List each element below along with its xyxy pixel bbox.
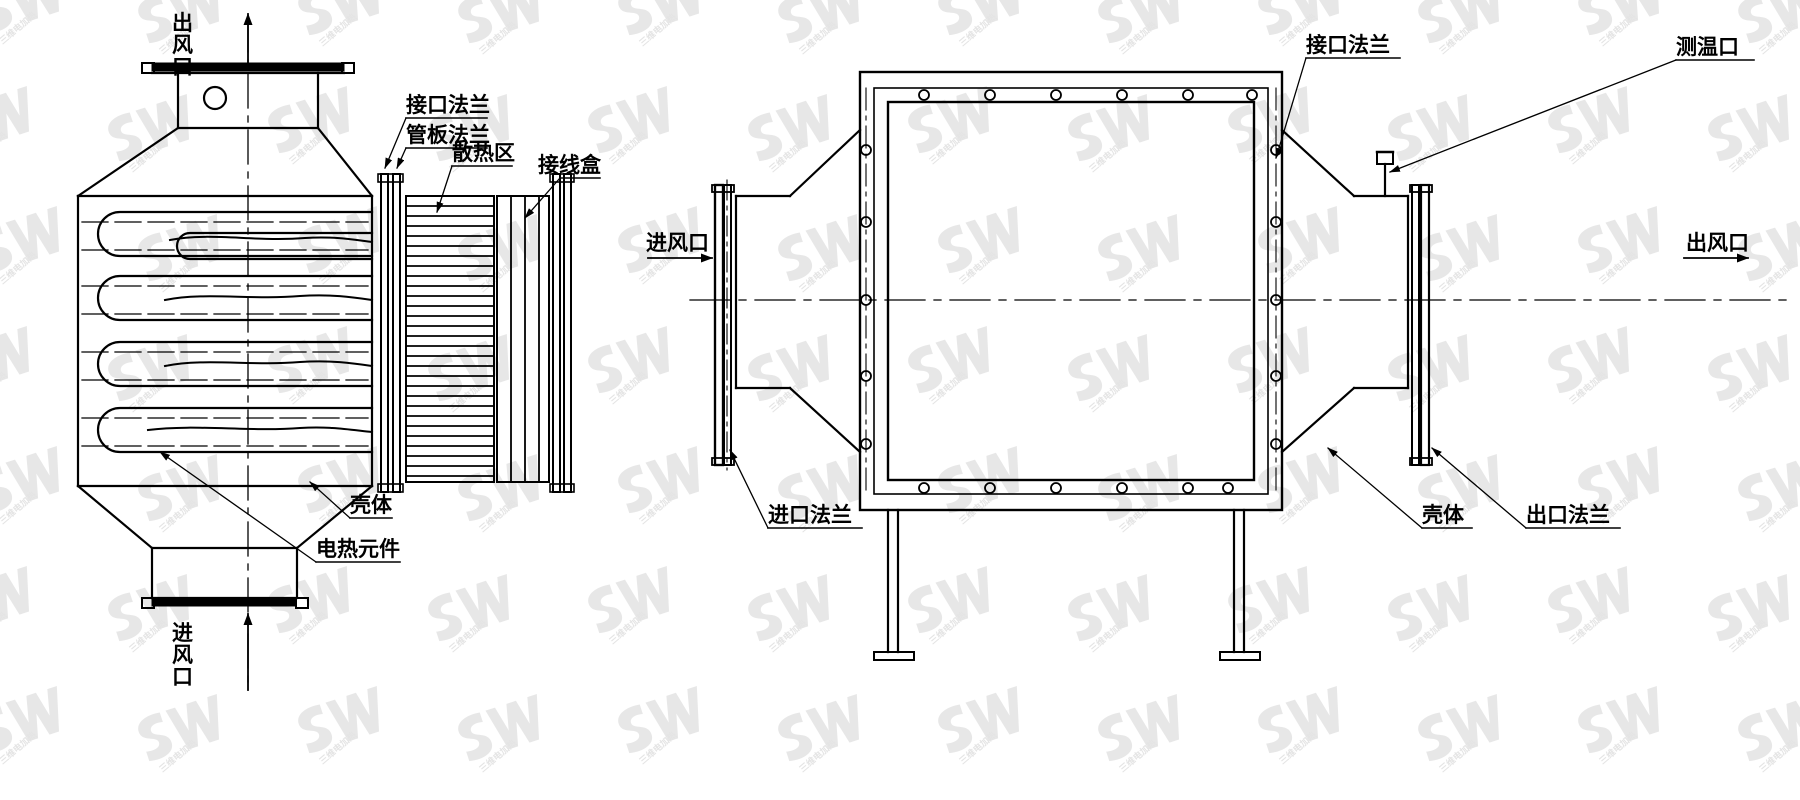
label-tube-plate-flange: 管板法兰 bbox=[406, 123, 490, 147]
heat-dissipation-zone bbox=[377, 173, 575, 493]
outlet-transition-cone bbox=[1280, 128, 1410, 454]
inlet-flange bbox=[141, 596, 309, 609]
label-air-outlet-right: 出风口 bbox=[1686, 231, 1749, 255]
inlet-transition-cone bbox=[734, 128, 862, 454]
label-outlet-flange: 出口法兰 bbox=[1526, 503, 1610, 527]
label-heating-element: 电热元件 bbox=[316, 537, 400, 561]
outlet-flange bbox=[141, 62, 355, 75]
lower-transition-cone bbox=[76, 484, 374, 600]
element-hidden-lines bbox=[81, 221, 369, 447]
label-temperature-port: 测温口 bbox=[1676, 35, 1739, 59]
left-view-group bbox=[76, 13, 601, 691]
junction-box bbox=[496, 195, 550, 483]
label-heat-zone: 散热区 bbox=[452, 141, 515, 165]
heating-element-tubes bbox=[96, 210, 374, 454]
label-outlet-char2: 风 bbox=[172, 33, 193, 57]
label-interface-flange-left: 接口法兰 bbox=[406, 93, 490, 117]
label-junction-box: 接线盒 bbox=[538, 153, 602, 177]
label-interface-flange-right: 接口法兰 bbox=[1306, 33, 1390, 57]
label-inlet-flange: 进口法兰 bbox=[768, 503, 852, 527]
label-outlet-char3: 口 bbox=[172, 55, 193, 79]
heating-element-curved-strokes bbox=[146, 235, 374, 434]
fin-stack bbox=[405, 195, 495, 483]
upper-transition-cone bbox=[76, 126, 374, 198]
right-view-label-underlines bbox=[767, 57, 1755, 529]
flange-pair-left bbox=[377, 173, 404, 493]
label-inlet-char2: 风 bbox=[172, 643, 193, 667]
left-view-label-underlines bbox=[315, 117, 601, 563]
support-legs bbox=[873, 508, 1261, 661]
outlet-neck bbox=[176, 71, 320, 130]
label-inlet-char3: 口 bbox=[172, 665, 193, 689]
shell-outer-frame bbox=[858, 70, 1284, 512]
outlet-flange-right-view bbox=[1409, 183, 1433, 467]
label-outlet-char1: 出 bbox=[172, 11, 193, 35]
label-shell-left: 壳体 bbox=[349, 493, 393, 517]
right-view-labels: 接口法兰 测温口 进风口 出风口 进口法兰 壳体 出口法兰 bbox=[646, 33, 1749, 527]
left-view-leaders bbox=[159, 117, 561, 563]
label-shell-right: 壳体 bbox=[1421, 503, 1465, 527]
inlet-flange-right-view bbox=[711, 183, 735, 467]
label-inlet-char1: 进 bbox=[172, 621, 193, 645]
heating-element-inner-tubes bbox=[175, 231, 374, 261]
end-flange-right bbox=[549, 173, 575, 493]
temperature-port bbox=[1375, 150, 1395, 198]
right-view-leaders bbox=[729, 57, 1677, 529]
right-view-group bbox=[647, 57, 1791, 661]
label-air-inlet-right: 进风口 bbox=[646, 231, 709, 255]
left-view-labels: 出 风 口 进 风 口 接口法兰 管板法兰 散热区 接线盒 壳体 电热元件 bbox=[172, 11, 602, 689]
